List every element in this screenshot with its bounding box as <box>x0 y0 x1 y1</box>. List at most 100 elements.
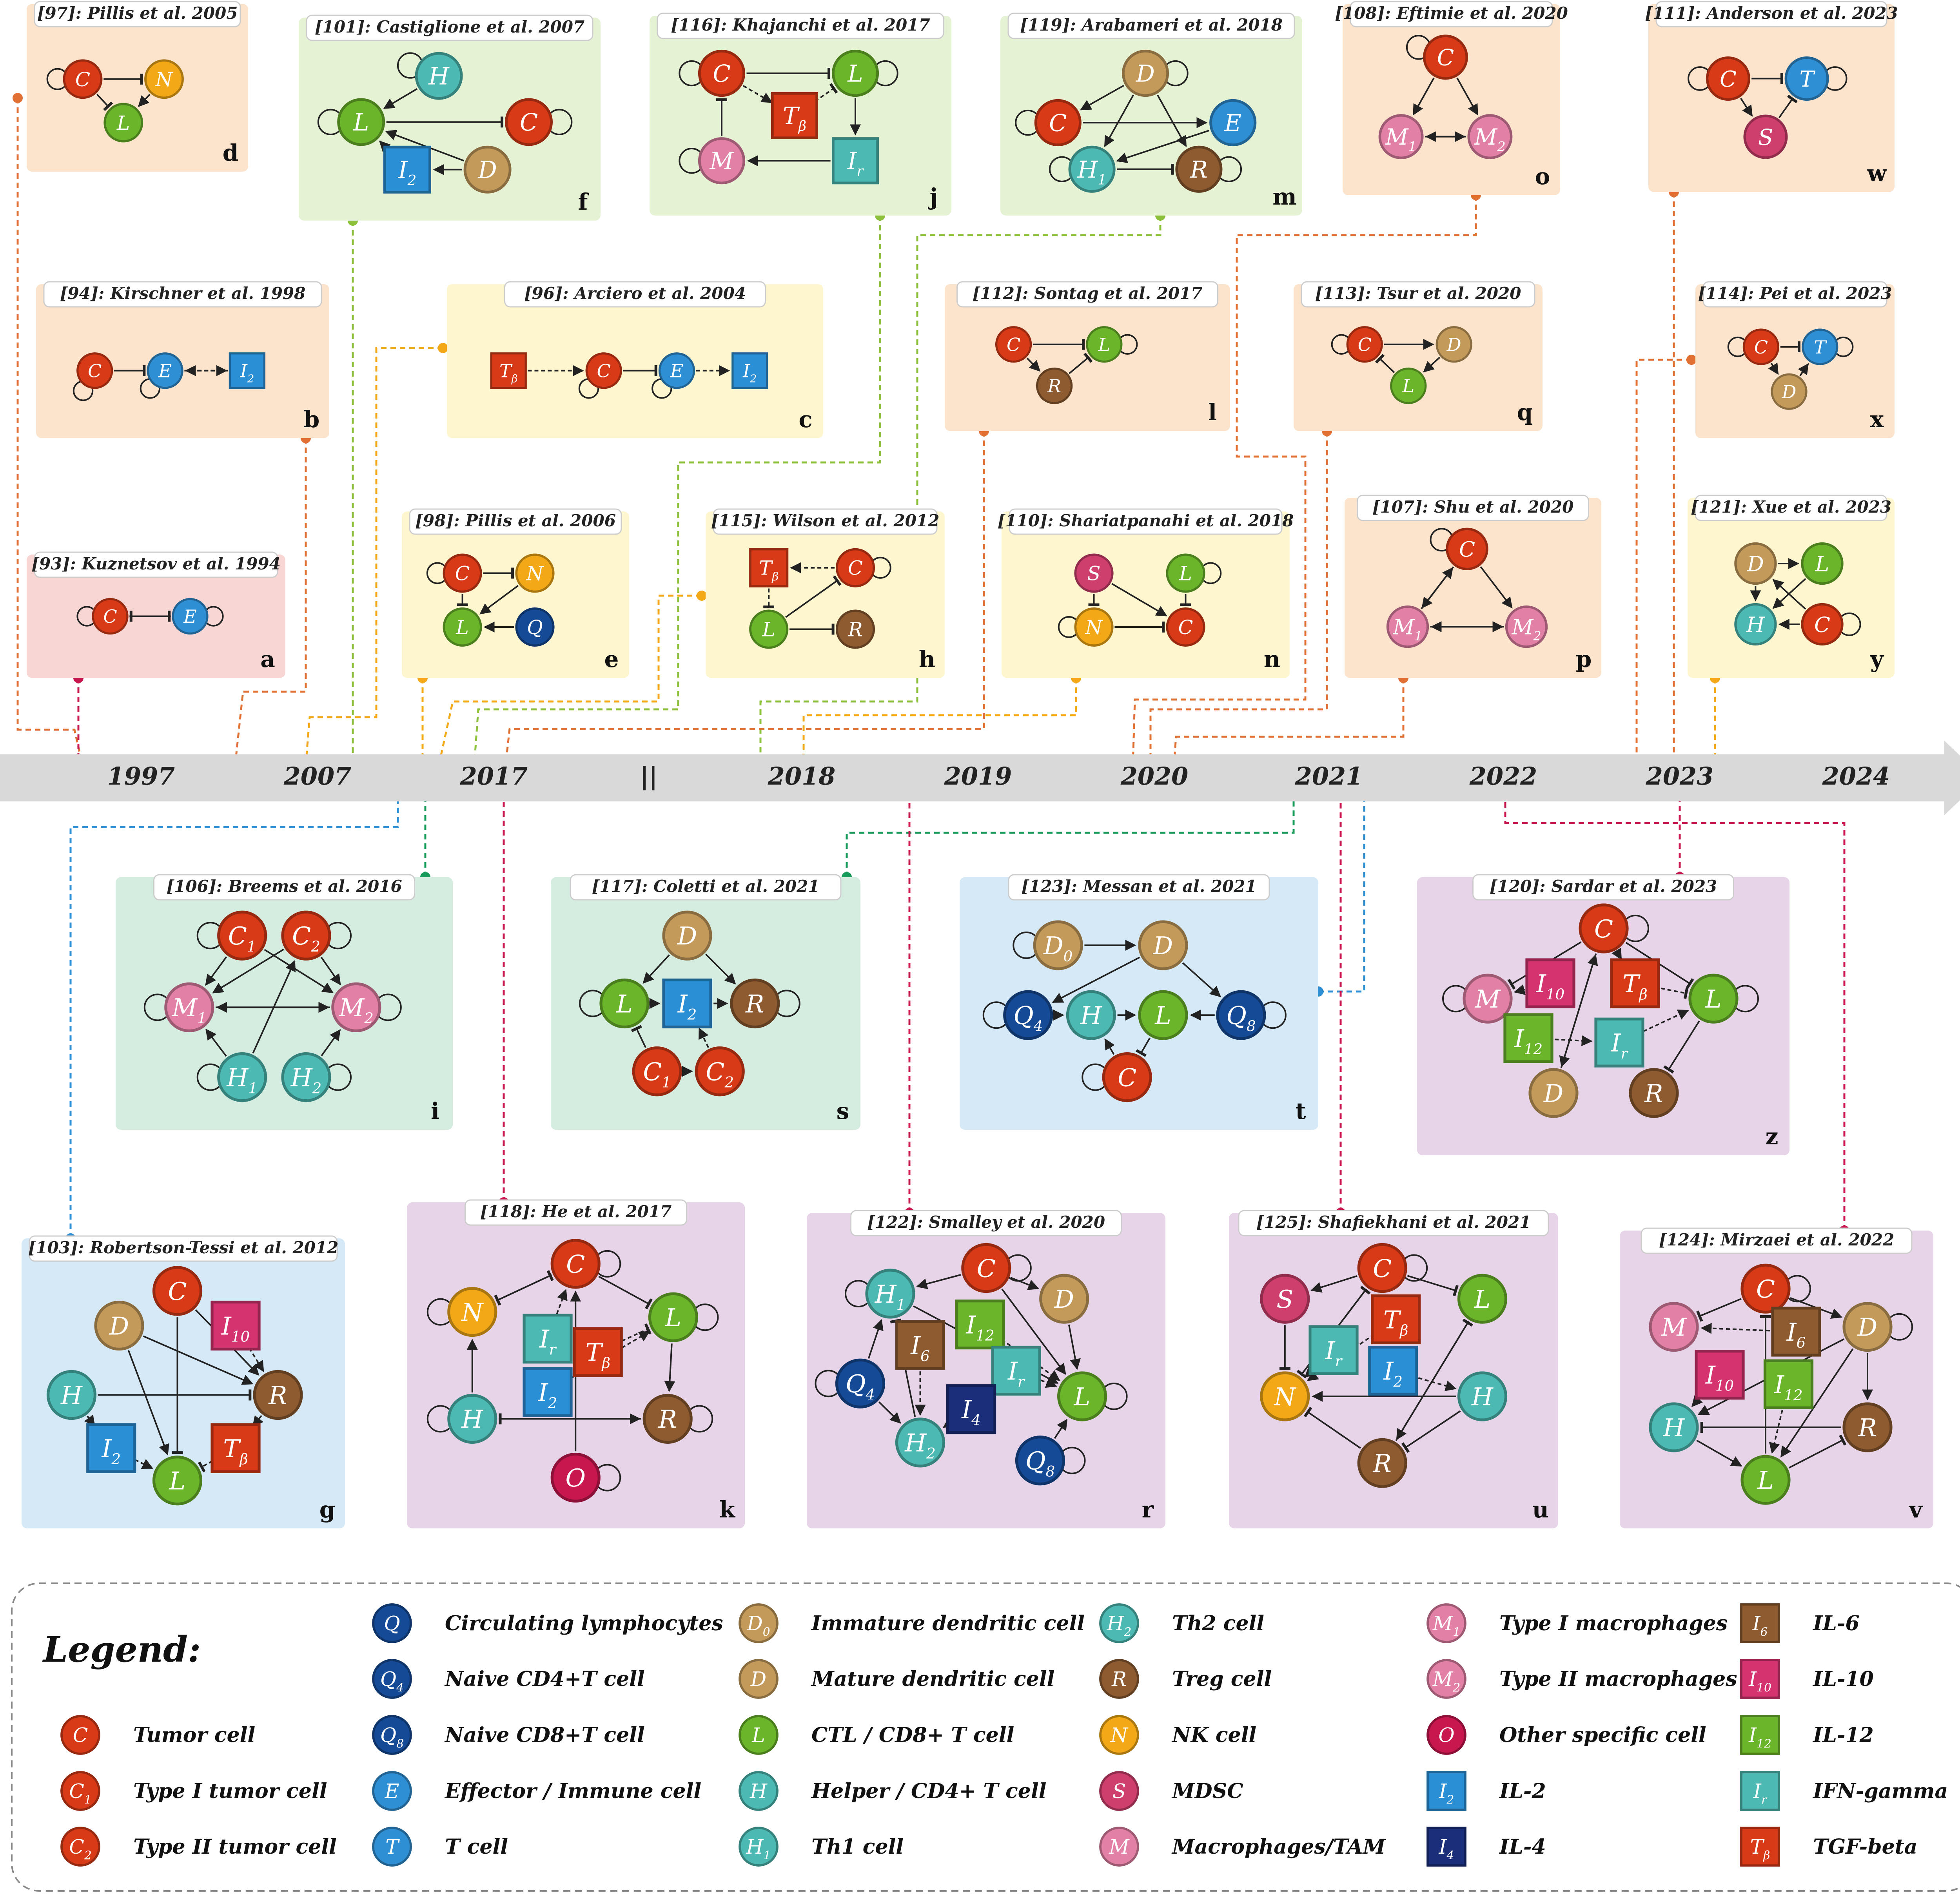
svg-text:Q: Q <box>527 616 543 639</box>
node-c: C <box>995 326 1032 363</box>
node-t: T <box>372 1827 412 1867</box>
svg-text:E: E <box>1224 110 1241 137</box>
connector-dot <box>438 343 448 353</box>
svg-text:I2: I2 <box>240 361 254 385</box>
node-tb: Tβ <box>771 92 818 140</box>
node-d: D <box>1436 326 1472 363</box>
panel-title-box <box>956 281 1218 308</box>
svg-text:C: C <box>520 109 538 136</box>
node-c2: C2 <box>60 1827 100 1867</box>
interaction-edge <box>1423 357 1441 373</box>
panel-letter: b <box>304 406 320 433</box>
svg-text:R: R <box>848 618 862 641</box>
svg-text:C: C <box>1814 612 1830 637</box>
node-q8: Q8 <box>1015 1436 1065 1486</box>
node-c: C <box>1706 56 1750 101</box>
svg-text:Ir: Ir <box>847 148 864 179</box>
node-l: L <box>152 1456 203 1506</box>
panel-title-box <box>1007 13 1295 39</box>
interaction-edge <box>1412 77 1435 116</box>
node-e: E <box>147 352 183 389</box>
node-d0: D0 <box>739 1603 779 1643</box>
panel-letter: s <box>837 1098 849 1124</box>
node-r: R <box>1036 367 1073 404</box>
node-ir: Ir <box>1740 1771 1780 1811</box>
svg-text:R: R <box>1644 1079 1663 1108</box>
node-r: R <box>1099 1659 1139 1699</box>
node-l: L <box>749 609 789 649</box>
node-c: C <box>152 1266 203 1316</box>
node-m1: M1 <box>164 982 214 1032</box>
edges <box>46 68 151 111</box>
svg-text:M: M <box>1109 1835 1130 1858</box>
panel-title: [103]: Robertson-Tessi et al. 2012 <box>28 1238 339 1257</box>
interaction-edge <box>664 1343 675 1392</box>
node-d: D <box>1528 1068 1579 1118</box>
interaction-edge <box>321 1029 341 1057</box>
panel-background <box>1343 4 1560 195</box>
svg-text:C: C <box>75 68 90 91</box>
interaction-edge <box>205 956 227 986</box>
node-i2: I2 <box>1368 1345 1418 1396</box>
node-h2: H2 <box>895 1417 946 1468</box>
svg-text:H1: H1 <box>1077 156 1106 188</box>
node-q8: Q8 <box>372 1715 412 1755</box>
node-q8: Q8 <box>1216 990 1266 1040</box>
node-l: L <box>1688 973 1739 1024</box>
panel-background <box>1688 498 1895 678</box>
panel-letter: j <box>928 183 938 210</box>
node-h: H <box>46 1370 97 1420</box>
node-r: R <box>1842 1402 1893 1452</box>
interaction-edge <box>1407 1275 1459 1296</box>
svg-text:L: L <box>1074 1383 1091 1411</box>
svg-text:H: H <box>428 63 450 90</box>
panel-title-box <box>850 1210 1122 1236</box>
node-tb: Tβ <box>749 548 789 587</box>
svg-text:M2: M2 <box>1432 1668 1461 1695</box>
svg-text:H: H <box>1080 1001 1102 1030</box>
node-h1: H1 <box>739 1827 779 1867</box>
svg-text:C: C <box>566 1250 585 1279</box>
node-m2: M2 <box>331 982 381 1032</box>
node-l: L <box>1390 367 1427 404</box>
connector-n <box>802 678 1077 764</box>
node-r: R <box>730 978 780 1029</box>
panel-title: [96]: Arciero et al. 2004 <box>524 284 746 303</box>
svg-text:C: C <box>1437 45 1454 71</box>
legend-label: Th2 cell <box>1172 1611 1264 1635</box>
node-ir: Ir <box>831 137 879 185</box>
node-h: H <box>1457 1371 1508 1421</box>
svg-text:H2: H2 <box>904 1429 936 1462</box>
interaction-edge <box>742 85 773 103</box>
interaction-edge <box>264 949 334 993</box>
svg-text:C: C <box>455 562 470 585</box>
node-c: C <box>505 98 553 146</box>
interaction-edge <box>556 1289 568 1314</box>
svg-text:C: C <box>1178 616 1193 639</box>
node-i6: I6 <box>895 1320 946 1370</box>
node-h: H <box>447 1394 497 1444</box>
interaction-edge <box>479 585 519 614</box>
panel-letter: u <box>1532 1496 1549 1523</box>
node-s: S <box>1260 1274 1310 1324</box>
panel-letter: e <box>604 646 619 672</box>
interaction-edge <box>212 948 284 993</box>
legend-label: Type I macrophages <box>1499 1611 1728 1635</box>
panel-title: [98]: Pillis et al. 2006 <box>415 511 616 530</box>
interaction-edge <box>138 94 151 107</box>
node-c1: C1 <box>217 910 267 961</box>
interaction-edge <box>1054 1419 1068 1439</box>
legend-label: Type I tumor cell <box>133 1779 327 1803</box>
node-c: C <box>1579 903 1629 953</box>
interaction-edge <box>1421 567 1454 609</box>
svg-text:L: L <box>456 616 469 639</box>
panel-title-box <box>1238 1210 1549 1236</box>
svg-text:D0: D0 <box>746 1612 770 1639</box>
interaction-edge <box>598 1276 653 1310</box>
legend-label: Naive CD8+T cell <box>444 1723 645 1747</box>
